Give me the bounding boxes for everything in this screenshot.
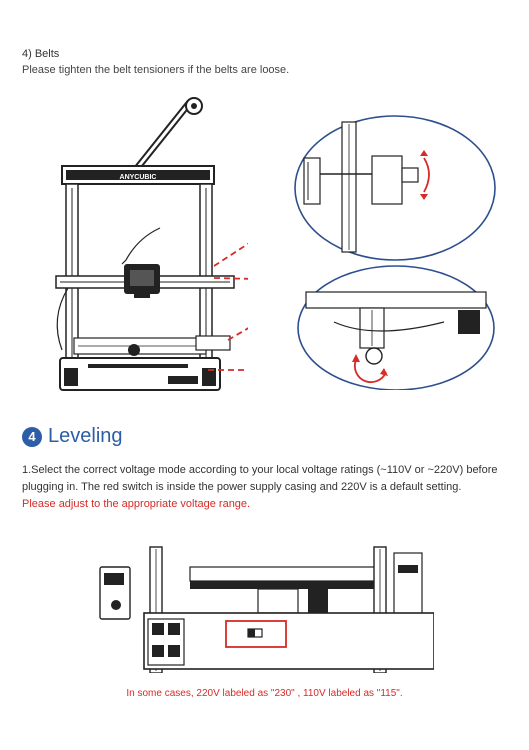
printer-illustration: ANYCUBIC [55,97,248,391]
printer-brand-label: ANYCUBIC [120,174,157,181]
step-number-badge: 4 [22,426,42,447]
leveling-paragraph: 1.Select the correct voltage mode accord… [22,464,498,493]
leveling-warning: Please adjust to the appropriate voltage… [22,498,251,510]
leveling-title: Leveling [48,425,123,447]
belts-instruction: Please tighten the belt tensioners if th… [22,64,290,76]
voltage-switch-illustration [99,546,434,673]
belt-tensioner-zoom-callouts [294,115,496,390]
belts-heading: 4) Belts [22,48,60,60]
voltage-label-caption: In some cases, 220V labeled as "230" , 1… [126,688,403,699]
leveling-section-heading: 4 Leveling [22,425,123,448]
